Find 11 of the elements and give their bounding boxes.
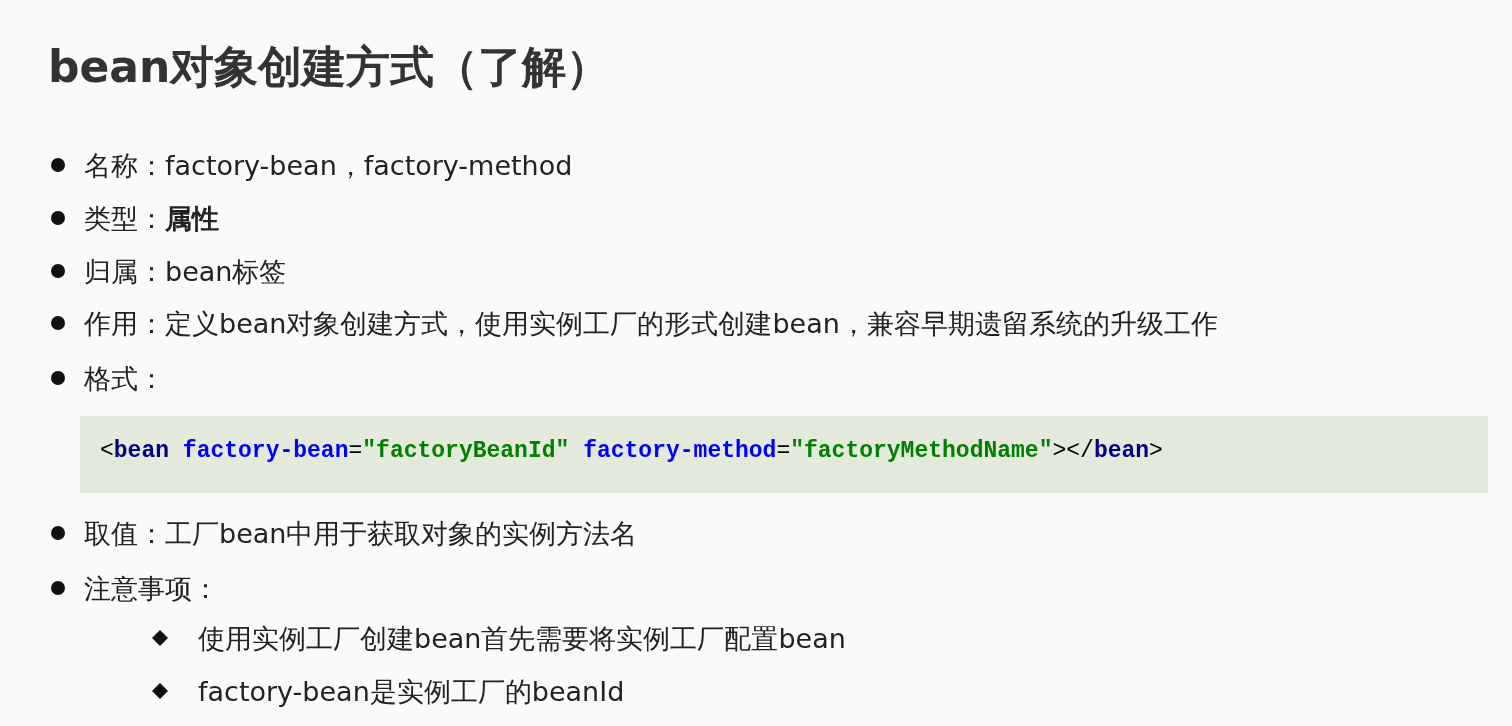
bullet-text: 使用实例工厂创建bean首先需要将实例工厂配置bean: [198, 622, 846, 656]
bullet-text: 归属：bean标签: [84, 255, 287, 289]
bullet-text: 作用：定义bean对象创建方式，使用实例工厂的形式创建bean，兼容早期遗留系统的升级工作: [84, 307, 1218, 341]
bullet-text: 取值：工厂bean中用于获取对象的实例方法名: [84, 517, 638, 551]
bullet-text: factory-bean是实例工厂的beanId: [198, 675, 625, 709]
bullet-text: 格式：: [84, 362, 165, 396]
bullet-text: 类型：属性: [84, 202, 219, 236]
slide-title: bean对象创建方式（了解）: [48, 40, 611, 94]
bullet-text: 注意事项：: [84, 572, 219, 606]
code-line: <bean factory-bean="factoryBeanId" factory-method="factoryMethodName"></bean>: [100, 438, 1163, 464]
bullet-text: 名称：factory-bean，factory-method: [84, 149, 573, 183]
